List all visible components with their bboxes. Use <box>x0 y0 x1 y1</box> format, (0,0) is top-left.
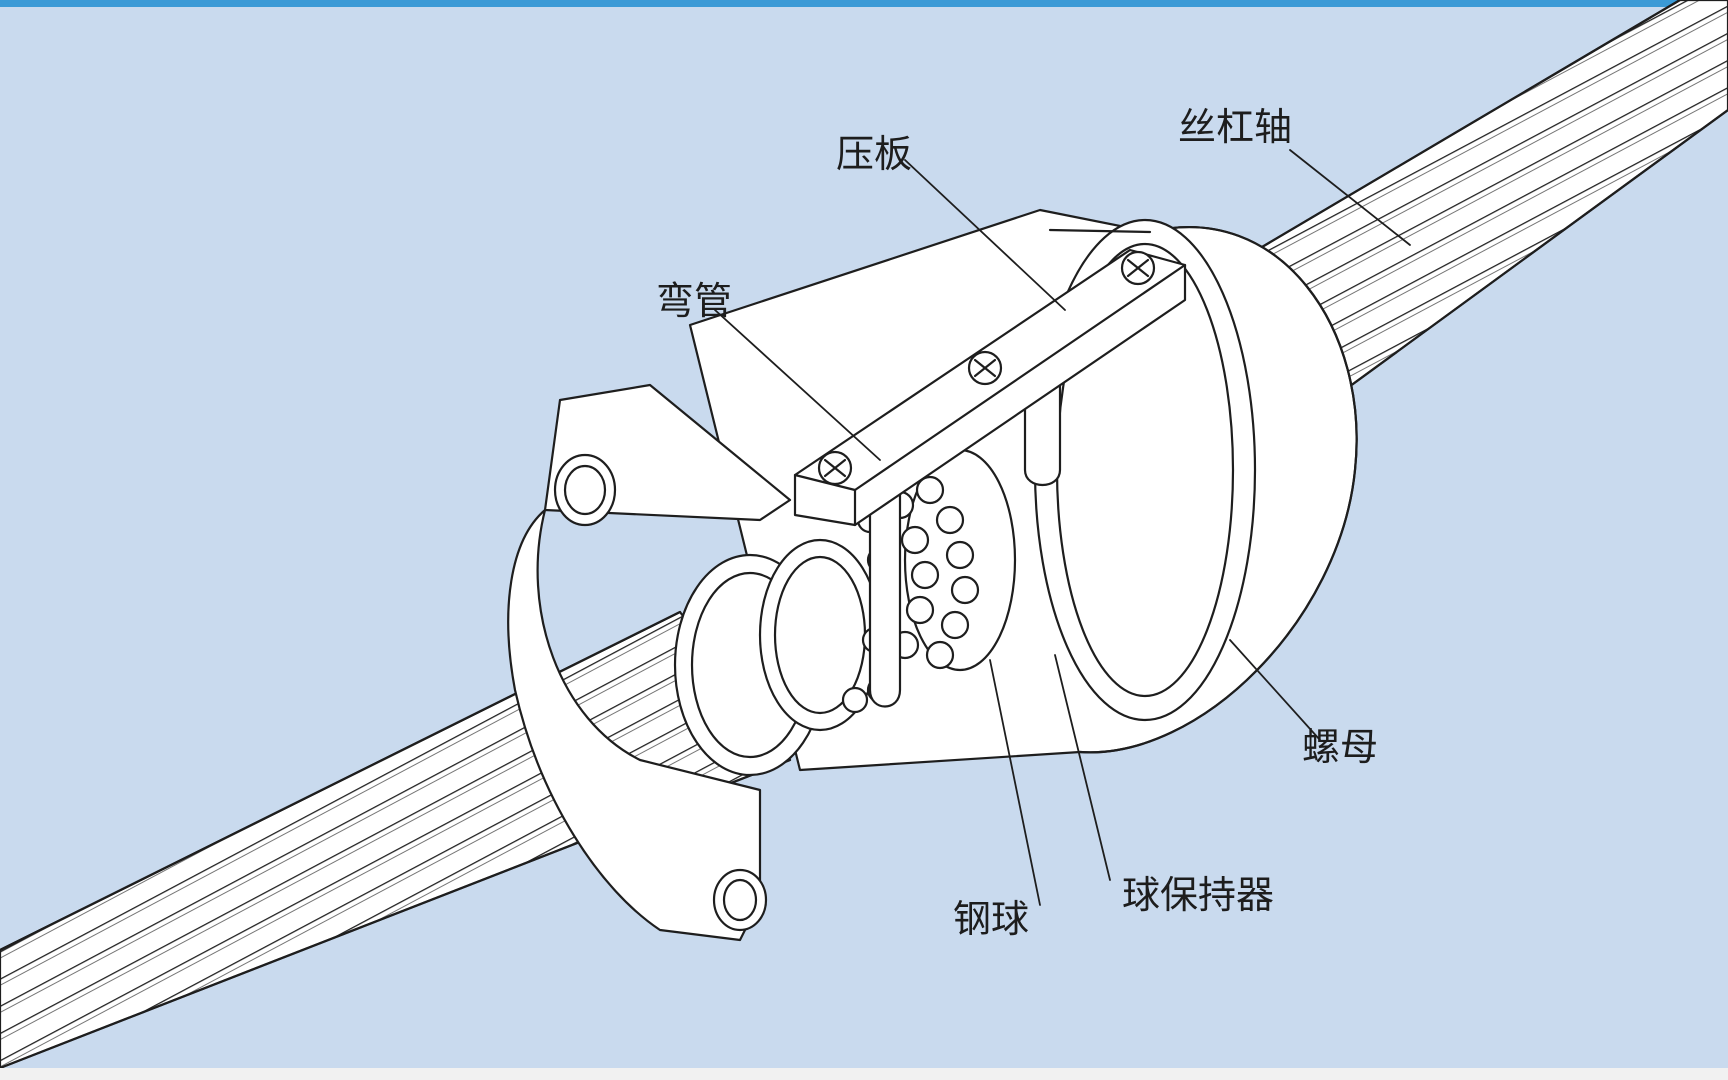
bottom-strip <box>0 1068 1728 1080</box>
top-accent-bar <box>0 0 1728 7</box>
flange <box>507 383 792 942</box>
label-ball-retainer: 球保持器 <box>1122 873 1275 917</box>
label-press-plate: 压板 <box>836 132 913 176</box>
seal-rings <box>673 538 882 777</box>
label-bend-tube: 弯管 <box>656 279 733 323</box>
leader-press-plate <box>904 159 1066 311</box>
leader-nut <box>1229 639 1321 741</box>
leader-steel-ball <box>989 659 1041 906</box>
press-plate <box>793 248 1187 527</box>
label-nut: 螺母 <box>1302 725 1379 769</box>
label-steel-ball: 钢球 <box>953 897 1030 941</box>
label-screw-shaft: 丝杠轴 <box>1178 105 1293 149</box>
leader-ball-retainer <box>1054 654 1111 881</box>
leader-bend-tube <box>714 309 881 461</box>
leader-lines <box>714 149 1411 906</box>
leader-screw-shaft <box>1289 149 1411 246</box>
